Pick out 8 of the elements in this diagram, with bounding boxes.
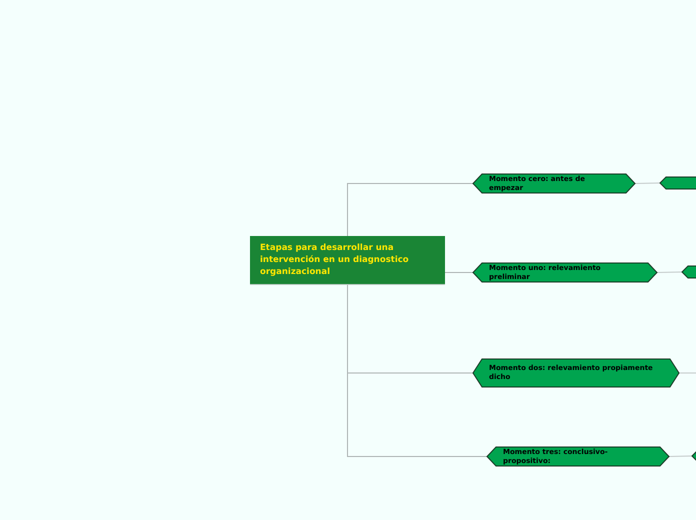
connector-line xyxy=(678,372,696,374)
connector-line xyxy=(347,183,474,236)
connector-line xyxy=(347,284,488,457)
connector-line xyxy=(444,272,474,273)
connector-line xyxy=(634,182,660,184)
connector-line xyxy=(656,272,682,273)
connector-line xyxy=(668,456,692,457)
topic-box: Etapas para desarrollar una intervención en un diagnostico organizacional xyxy=(250,236,445,285)
